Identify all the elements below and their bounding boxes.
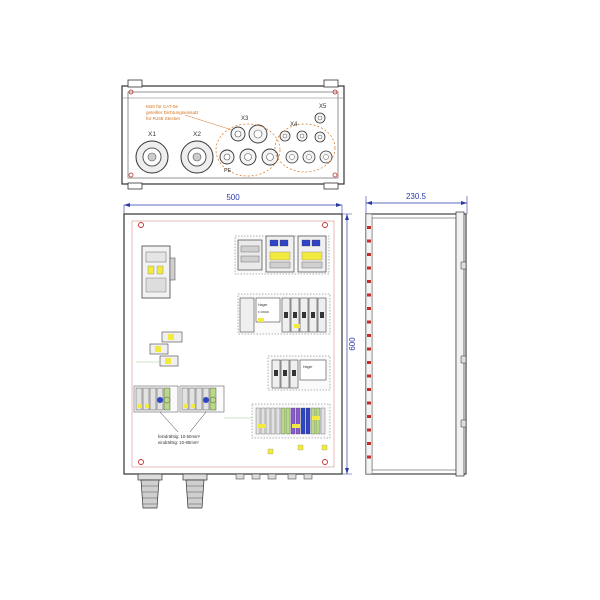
- marker-yellow: [297, 444, 304, 451]
- relay-group: [136, 331, 183, 367]
- side-view-rib-mark: [367, 226, 371, 229]
- top-view-screw-hole: [128, 89, 134, 95]
- side-view-rib-mark: [367, 415, 371, 418]
- x3-zone-outline: [215, 123, 281, 177]
- top-view: X1 X2 X3 PE X4: [121, 79, 345, 190]
- front-view-inner-frame: [131, 220, 335, 468]
- cable-gland-x3-group: [219, 124, 279, 166]
- cable-gland-x2: [180, 140, 214, 174]
- side-view-rib-mark: [367, 374, 371, 378]
- width-dimension: 500: [123, 193, 343, 214]
- side-view: [365, 211, 467, 477]
- label-x3: X3: [241, 116, 249, 122]
- cable-gland-x1: [135, 140, 169, 174]
- terminal-leader-1: [159, 411, 179, 433]
- mounting-hole-bl: [138, 459, 144, 465]
- side-view-rib-mark: [367, 307, 371, 310]
- top-view-tab-tr: [323, 79, 339, 88]
- note-line-3: für RJ45 Stecker: [146, 116, 181, 121]
- bottom-port: [235, 473, 245, 480]
- side-view-rib-mark: [367, 401, 371, 405]
- top-view-screw-hole: [332, 89, 338, 95]
- side-view-rib-mark: [367, 239, 371, 243]
- note-leader-line: [184, 114, 233, 131]
- side-view-rib-mark: [367, 428, 371, 432]
- side-view-latch: [460, 261, 467, 270]
- device-sublabel-1: F 00000: [258, 310, 269, 314]
- marker-yellow: [321, 444, 328, 451]
- note-line-2: geteilter Dichtungseinsatz: [146, 110, 199, 115]
- top-view-screw-hole: [332, 172, 338, 178]
- side-view-latches: [460, 261, 467, 428]
- bottom-gland-right: [182, 473, 208, 509]
- terminal-leader-2: [189, 411, 207, 433]
- width-dimension-value: 500: [226, 193, 240, 202]
- marker-yellow: [267, 448, 274, 455]
- front-view: Hager F 00000 Hager: [123, 213, 343, 509]
- mounting-hole-tl: [138, 222, 144, 228]
- breaker-row-2: Hager: [267, 355, 331, 391]
- bottom-gland-left: [137, 473, 163, 509]
- depth-dimension-value: 230.5: [406, 192, 427, 201]
- breaker-row-1: Hager F 00000: [237, 293, 331, 335]
- side-view-rib-mark: [367, 266, 371, 270]
- side-view-rib-mark: [367, 388, 371, 391]
- side-view-body: [365, 213, 467, 475]
- bottom-port: [287, 473, 297, 480]
- side-view-rib-mark: [367, 293, 371, 297]
- side-view-rib-mark: [367, 347, 371, 351]
- side-view-hinges: [367, 226, 371, 459]
- contactor-block: [234, 235, 330, 275]
- side-view-latch: [460, 355, 467, 364]
- depth-dimension: 230.5: [365, 192, 468, 214]
- side-view-rib-mark: [367, 442, 371, 445]
- terminal-note-line-1: feindrähtig: 10-50mm²: [158, 434, 201, 439]
- bottom-port: [251, 473, 261, 480]
- height-dimension-value: 600: [348, 337, 357, 351]
- side-view-front-flange: [365, 213, 373, 475]
- side-view-rib-mark: [367, 280, 371, 283]
- top-view-tab-tl: [127, 79, 143, 88]
- label-x4: X4: [290, 122, 298, 128]
- side-view-rib-mark: [367, 455, 371, 459]
- top-view-screw-hole: [128, 172, 134, 178]
- height-dimension: 600: [334, 213, 357, 475]
- note-line-1: M20 für CAT-5e: [146, 104, 179, 109]
- side-view-rib-mark: [367, 253, 371, 256]
- terminal-block-left: [133, 385, 179, 413]
- label-x1: X1: [148, 131, 156, 138]
- mounting-hole-br: [322, 459, 328, 465]
- terminal-note-line-2: eindrähtig: 10-95mm²: [158, 440, 199, 445]
- top-view-tab-bl: [127, 182, 143, 190]
- x4-zone-outline: [274, 123, 336, 173]
- energy-meter: [141, 245, 176, 299]
- side-view-rib-mark: [367, 320, 371, 324]
- cable-gland-x5-group: [314, 112, 333, 164]
- bottom-port: [303, 473, 313, 480]
- terminal-rail-right: [251, 403, 331, 439]
- bottom-port: [267, 473, 277, 480]
- side-view-latch: [460, 419, 467, 428]
- label-x2: X2: [193, 131, 201, 138]
- top-view-tab-br: [323, 182, 339, 190]
- terminal-block-middle: [179, 385, 225, 413]
- side-view-rib-mark: [367, 334, 371, 337]
- device-label-1: Hager: [258, 303, 268, 307]
- side-view-rib-mark: [367, 361, 371, 364]
- label-x5: X5: [319, 104, 327, 110]
- side-view-back-flange: [455, 211, 465, 477]
- cable-gland-x4-group: [279, 130, 316, 164]
- device-label-2: Hager: [303, 365, 313, 369]
- top-view-inner-frame: [127, 91, 339, 179]
- label-pe: PE: [224, 168, 232, 174]
- mounting-hole-tr: [322, 222, 328, 228]
